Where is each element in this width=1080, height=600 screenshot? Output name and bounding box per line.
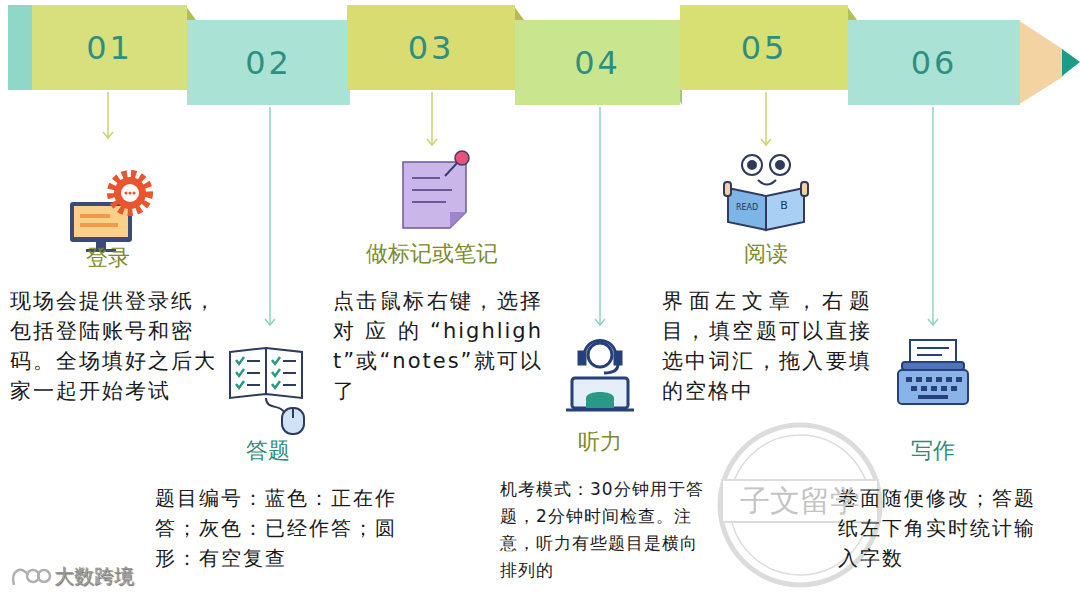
step-heading: 听力 xyxy=(500,428,700,456)
login-icon xyxy=(70,174,149,252)
band-start xyxy=(8,5,34,90)
brand-logo xyxy=(13,570,50,585)
book-text: B xyxy=(774,200,794,212)
book-text: READ xyxy=(730,203,764,213)
pencil-wood xyxy=(1018,20,1064,105)
reading-icon xyxy=(724,155,808,230)
timeline-flag: 03 xyxy=(347,5,515,90)
step-number: 01 xyxy=(86,29,133,67)
step-heading: 阅读 xyxy=(666,240,866,268)
pencil-lead xyxy=(1062,49,1080,76)
step-description: 题目编号：蓝色：正在作答；灰色：已经作答；圆形：有空复查 xyxy=(155,483,405,573)
answer-icon xyxy=(230,348,304,434)
step-heading: 登录 xyxy=(8,244,208,272)
step-heading: 做标记或笔记 xyxy=(317,240,547,268)
step-description: 界面左文章，右题目，填空题可以直接选中词汇，拖入要填的空格中 xyxy=(662,286,872,406)
watermark: 子文留学 xyxy=(725,482,875,520)
timeline-flag: 02 xyxy=(187,20,350,105)
step-description: 现场会提供登录纸，包括登陆账号和密码。全场填好之后大家一起开始考试 xyxy=(10,286,222,406)
step-number: 06 xyxy=(911,44,958,82)
step-description: 卷面随便修改；答题纸左下角实时统计输入字数 xyxy=(838,483,1038,573)
step-description: 机考模式：30分钟用于答题，2分钟时间检查。注意，听力有些题目是横向排列的 xyxy=(500,476,712,584)
note-icon xyxy=(403,151,469,228)
listening-icon xyxy=(566,341,634,411)
writing-icon xyxy=(898,340,968,404)
timeline-flag: 06 xyxy=(848,20,1020,105)
step-heading: 写作 xyxy=(833,437,1033,465)
step-heading: 答题 xyxy=(168,437,368,465)
watermark: 大数跨境 xyxy=(54,563,164,589)
step-description: 点击鼠标右键，选择 对 应 的 “highlight”或“notes”就可以了 xyxy=(333,286,543,406)
timeline-flag: 05 xyxy=(680,5,848,90)
step-number: 02 xyxy=(245,44,292,82)
step-number: 05 xyxy=(741,29,788,67)
timeline-flag: 04 xyxy=(515,20,680,105)
timeline-flag: 01 xyxy=(32,5,187,90)
step-number: 04 xyxy=(574,44,621,82)
step-number: 03 xyxy=(408,29,455,67)
